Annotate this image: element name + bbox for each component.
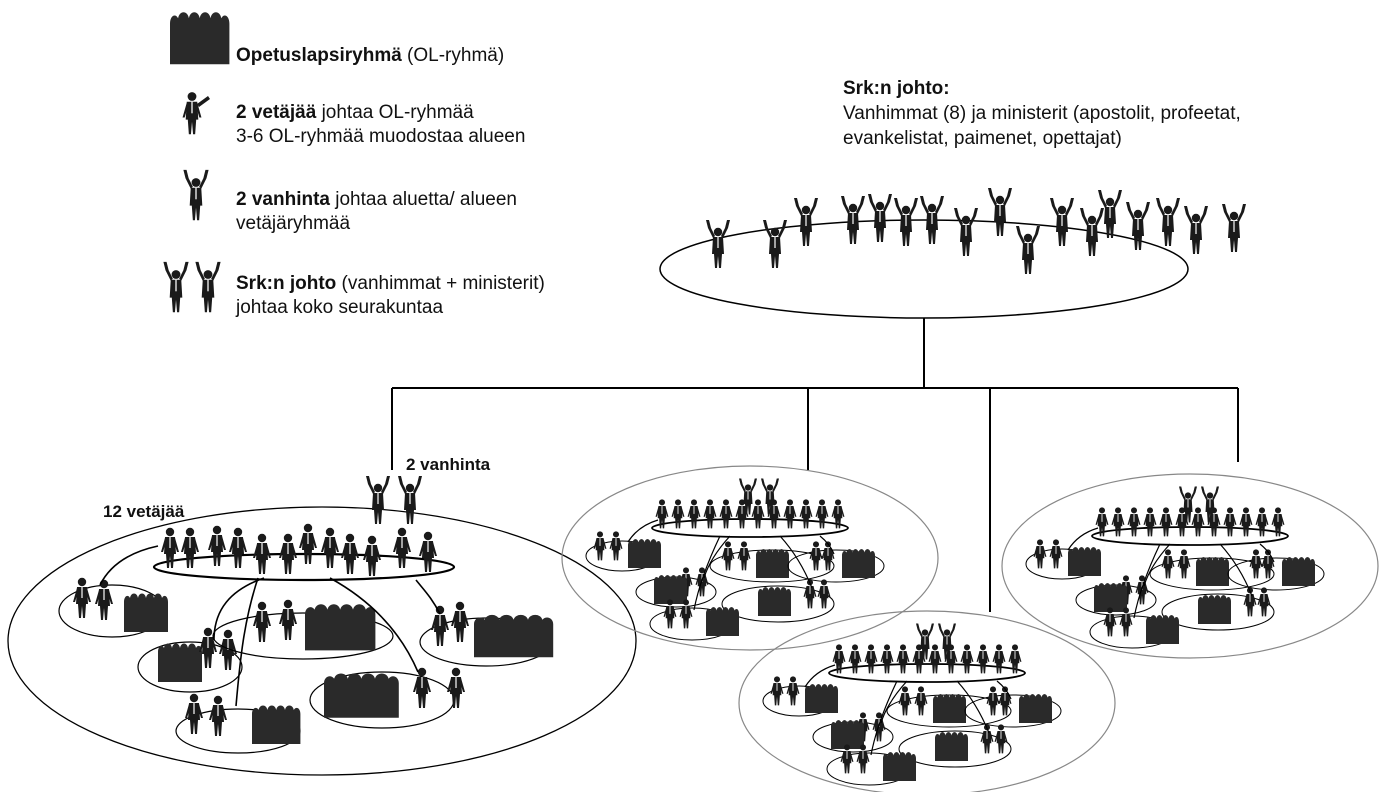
- legend-ol-group: Opetuslapsiryhmä (OL-ryhmä): [236, 45, 505, 66]
- area-bottom: [738, 610, 1116, 792]
- legend-leaders: 2 vetäjää johtaa OL-ryhmää 3-6 OL-ryhmää…: [236, 102, 526, 147]
- crowd-icon: [170, 12, 230, 65]
- leadership-pair-icon: [163, 261, 221, 313]
- leadership-caption: Srk:n johto: Vanhimmat (8) ja ministerit…: [843, 76, 1241, 151]
- elder-icon: [183, 169, 209, 221]
- leadership-line2: evankelistat, paimenet, opettajat): [843, 128, 1122, 149]
- area-right: [1001, 473, 1379, 659]
- leadership-title: Srk:n johto:: [843, 78, 950, 99]
- leadership-line1: Vanhimmat (8) ja ministerit (apostolit, …: [843, 103, 1241, 124]
- label-elders: 2 vanhinta: [406, 455, 491, 474]
- legend-elders: 2 vanhinta johtaa aluetta/ alueen vetäjä…: [236, 189, 517, 234]
- connector-lines: [391, 318, 1239, 612]
- leadership-figures: [706, 188, 1246, 274]
- legend-church-leadership: Srk:n johto (vanhimmat + ministerit) joh…: [236, 273, 545, 318]
- medium-areas: [561, 465, 1379, 792]
- label-leaders: 12 vetäjää: [103, 502, 185, 521]
- area-large: [7, 476, 637, 776]
- area-center: [561, 465, 939, 651]
- leader-icon: [182, 92, 210, 135]
